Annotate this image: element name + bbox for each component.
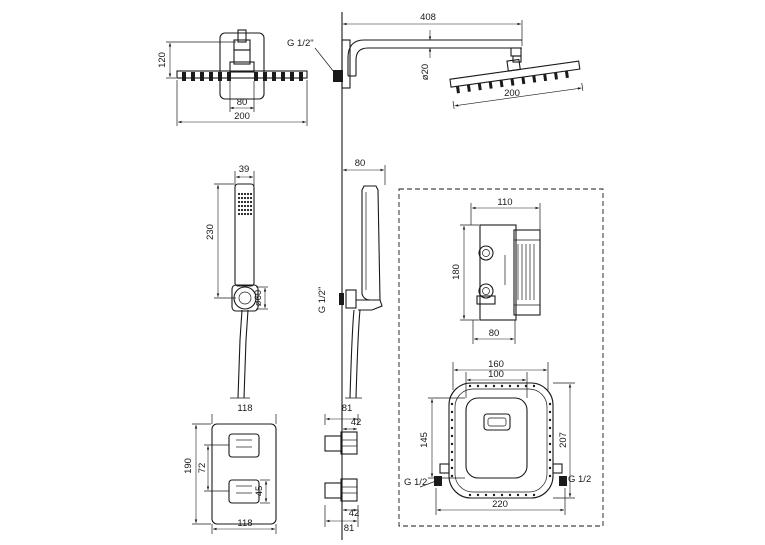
head-front-nozzles: [182, 72, 303, 81]
box-outer-height-label: 207: [558, 432, 569, 448]
plate-top-depth-label: 81: [342, 403, 353, 414]
plate-height-label: 190: [183, 458, 194, 474]
box-side-width-label: 110: [497, 197, 512, 208]
head-side-view: 408 G 1/2" ø20: [287, 12, 584, 109]
hand-shower-nozzle-grid: [237, 192, 253, 216]
plate-front-view: 118 190 72 45 118: [183, 403, 277, 534]
hand-shower-view: 39 230 ø60: [205, 164, 268, 399]
box-thread-right-label: G 1/2: [568, 474, 591, 485]
holder-diameter-label: ø60: [253, 290, 264, 306]
box-front-view: 160 100 145 207: [404, 359, 591, 515]
arm-diameter-label: ø20: [420, 64, 431, 80]
box-inner-height-label: 145: [419, 432, 430, 448]
head-side-width-label: 200: [504, 88, 520, 99]
concealed-box-frame: [398, 188, 604, 527]
plate-side-view: 81 42 42 81: [324, 403, 362, 534]
plate-knob-size-label: 45: [254, 486, 265, 497]
plate-knob-depth-bottom-label: 42: [349, 508, 360, 519]
plate-bottom-width-label: 118: [237, 518, 252, 529]
box-side-view: 110 180 80: [451, 197, 541, 344]
plate-top-width-label: 118: [237, 403, 252, 414]
box-side-depth-label: 80: [489, 328, 500, 339]
box-thread-left-label: G 1/2: [404, 477, 427, 488]
holder-depth-label: 80: [355, 158, 366, 169]
box-total-width-label: 220: [492, 499, 508, 510]
plate-bottom-depth-label: 81: [344, 523, 355, 534]
plate-knob-depth-top-label: 42: [351, 417, 362, 428]
hand-shower-length-label: 230: [205, 224, 216, 240]
holder-side-view: 80 G 1/2": [230, 158, 386, 399]
holder-thread-label: G 1/2": [317, 287, 328, 314]
plate-knob-spacing-label: 72: [197, 463, 208, 474]
head-front-view: 120 80 200: [157, 29, 308, 126]
box-inner-width-label: 100: [488, 369, 504, 380]
box-side-height-label: 180: [451, 264, 462, 280]
head-front-height-label: 120: [157, 52, 168, 68]
head-front-neck-width-label: 80: [237, 97, 248, 108]
box-outer-width-label: 160: [488, 359, 504, 370]
arm-thread-label: G 1/2": [287, 38, 314, 49]
box-perimeter-holes: [450, 384, 552, 497]
hand-shower-width-label: 39: [239, 164, 250, 175]
head-front-width-label: 200: [234, 111, 250, 122]
arm-length-label: 408: [420, 12, 436, 23]
